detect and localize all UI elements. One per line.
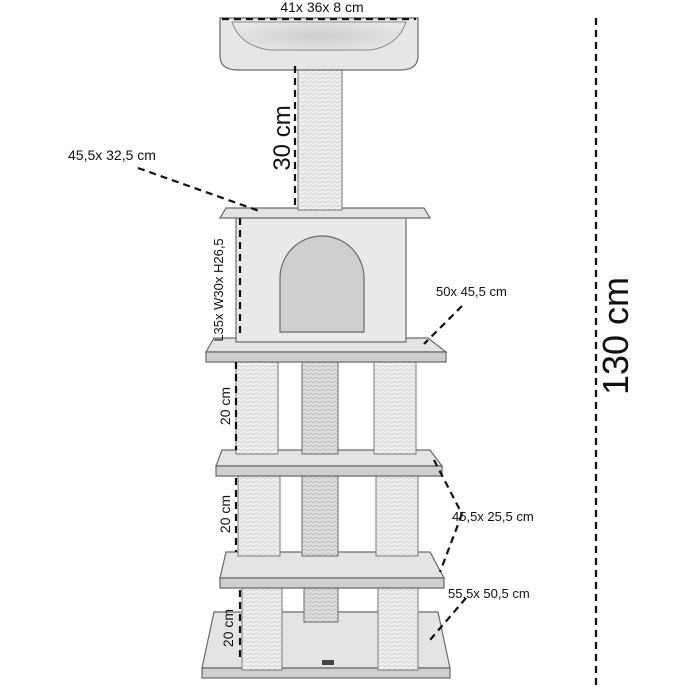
platform-middle-leader-bottom [438,513,464,573]
cat-tree [201,17,451,679]
label-total-height: 130 cm [595,277,636,395]
brand-tag [322,660,334,665]
post-upper-back [301,357,339,455]
top-bed [219,17,419,71]
post-upper-left [235,357,279,455]
house-top-leader [137,166,263,214]
post-lower-back [303,585,339,623]
post-middle-left [237,471,281,557]
label-house-top: 45,5x 32,5 cm [68,147,156,163]
label-post-height-middle: 20 cm [217,495,233,533]
dimension-lines [137,17,598,690]
base-leader [429,597,467,641]
dimension-labels: 41x 36x 8 cm 30 cm 45,5x 32,5 cm L35x W3… [68,0,636,647]
platform-middle-leader-top [433,459,463,515]
label-base: 55,5x 50,5 cm [448,586,530,601]
label-post-height-upper: 20 cm [217,387,233,425]
label-house-size: L35x W30x H26,5 [211,238,226,341]
post-lower-left [241,585,283,671]
post-lower-right [377,585,419,671]
label-top-platform: 41x 36x 8 cm [280,0,363,15]
post-top [297,63,343,211]
post-upper-right [373,357,417,455]
label-post-height-lower: 20 cm [220,609,236,647]
house-entrance [279,235,365,333]
cat-house [218,207,432,343]
label-platform-middle: 45,5x 25,5 cm [452,509,534,524]
platform-lower [219,551,446,589]
post-middle-back [301,471,339,557]
platform-upper-leader [423,305,463,345]
label-platform-upper: 50x 45,5 cm [436,284,507,299]
post-middle-right [375,471,419,557]
label-top-post-height: 30 cm [269,105,296,170]
